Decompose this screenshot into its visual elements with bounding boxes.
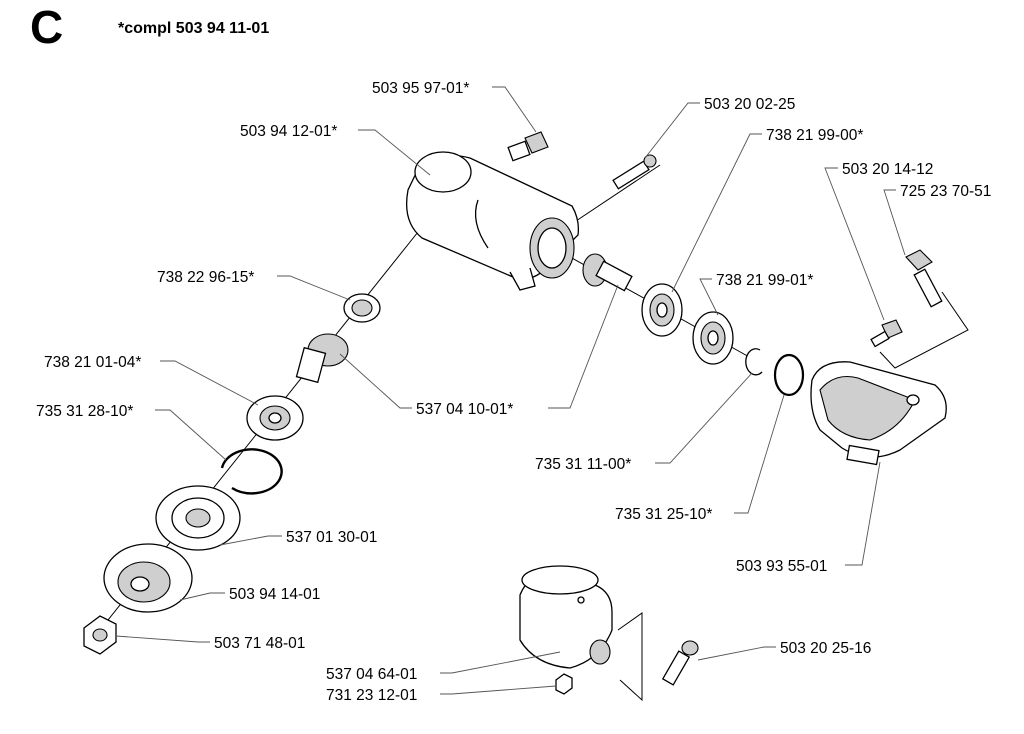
label-537-04-10-01: 537 04 10-01*	[416, 401, 513, 418]
label-537-04-64-01: 537 04 64-01	[326, 666, 417, 683]
label-503-95-97-01: 503 95 97-01*	[372, 80, 469, 97]
label-738-21-99-01: 738 21 99-01*	[716, 272, 813, 289]
label-735-31-11-00: 735 31 11-00*	[535, 456, 631, 473]
label-503-94-12-01: 503 94 12-01*	[240, 123, 337, 140]
bearing-738-21-99-00	[641, 283, 683, 337]
label-735-31-28-10: 735 31 28-10*	[36, 403, 133, 420]
label-503-93-55-01: 503 93 55-01	[736, 558, 827, 575]
circlip-735-31-11-00	[745, 348, 763, 376]
screw-503-20-02-25	[612, 154, 657, 190]
support-cup	[103, 543, 193, 613]
drive-gear-shaft	[295, 333, 349, 384]
label-503-20-14-12: 503 20 14-12	[842, 161, 933, 178]
part-labels: 503 95 97-01* 503 94 12-01* 503 20 02-25…	[36, 80, 991, 704]
label-503-94-14-01: 503 94 14-01	[229, 586, 320, 603]
label-738-21-99-00: 738 21 99-00*	[766, 127, 863, 144]
clamp	[519, 565, 613, 669]
circlip-735-31-25-10	[773, 353, 805, 397]
section-letter: C	[30, 1, 64, 53]
shield	[810, 361, 947, 466]
label-738-21-01-04: 738 21 01-04*	[44, 354, 141, 371]
washer-537-01-30-01	[155, 485, 241, 551]
nut	[83, 615, 117, 655]
label-503-20-25-16: 503 20 25-16	[780, 640, 871, 657]
circlip-735-31-28-10	[220, 448, 283, 495]
bearing-738-22-96-15	[343, 293, 381, 323]
screw-503-20-14-12	[870, 319, 903, 348]
label-738-22-96-15: 738 22 96-15*	[157, 269, 254, 286]
bearing-738-21-99-01	[692, 311, 734, 365]
label-735-31-25-10: 735 31 25-10*	[615, 506, 712, 523]
gear-housing	[405, 151, 580, 291]
bolt-725-23-70-51	[905, 249, 943, 308]
label-731-23-12-01: 731 23 12-01	[326, 687, 417, 704]
bevel-gear	[582, 253, 633, 292]
label-503-71-48-01: 503 71 48-01	[214, 635, 305, 652]
label-725-23-70-51: 725 23 70-51	[900, 183, 991, 200]
assembly-note: *compl 503 94 11-01	[118, 20, 270, 37]
bolt-top	[507, 131, 549, 162]
label-503-20-02-25: 503 20 02-25	[704, 96, 795, 113]
clamp-nut	[555, 673, 573, 695]
label-537-01-30-01: 537 01 30-01	[286, 529, 377, 546]
bearing-lower	[246, 395, 304, 441]
leader-lines	[115, 86, 906, 695]
clamp-screw	[661, 640, 699, 686]
